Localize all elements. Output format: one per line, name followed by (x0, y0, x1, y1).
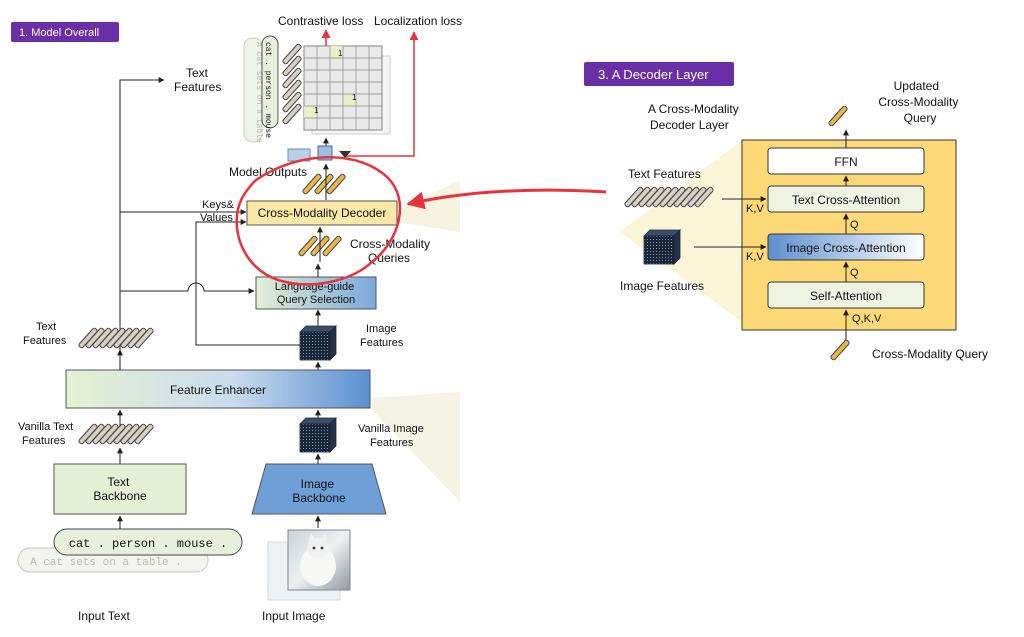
feature-enhancer-box (65, 369, 371, 409)
localization-loss-label: Localization loss (374, 14, 462, 28)
image-features-mid-cube (299, 325, 337, 361)
q-text-label: Q (850, 219, 859, 231)
decoder-text-features-label: Text Features (628, 167, 701, 181)
ffn-label: FFN (834, 155, 857, 169)
vanilla-text-feature-tokens (77, 422, 155, 446)
vanilla-image-features-cube (299, 417, 337, 453)
matrix-ghost-text: A cat sets on a table (254, 42, 263, 143)
output-box-3 (339, 151, 351, 158)
decoder-output-tokens (301, 172, 347, 196)
vanilla-image-features-label: Vanilla Image Features (358, 423, 427, 449)
updated-query-token (827, 104, 849, 128)
image-cross-attention-label: Image Cross-Attention (786, 241, 905, 255)
matrix-one-2: 1 (352, 93, 357, 102)
model-overall-title: 1. Model Overall (19, 27, 99, 39)
decoder-layer-zoom-wedge (620, 140, 742, 322)
self-attention-box (767, 281, 925, 309)
image-features-mid-label: Image Features (360, 323, 404, 349)
matrix-text-tokens (281, 42, 303, 126)
text-features-top-label: Text Features (174, 66, 221, 94)
text-cross-attention-box (767, 185, 925, 213)
image-backbone-box (251, 463, 387, 515)
matrix-highlight-cell (330, 46, 343, 58)
text-cross-attention-label: Text Cross-Attention (792, 193, 900, 207)
decoder-zoom-wedge (398, 180, 460, 232)
text-to-query-selection-line (120, 282, 255, 294)
query-selection-box (255, 276, 377, 310)
matrix-highlight-cell (304, 106, 317, 118)
image-cross-attention-box (767, 233, 925, 261)
decoder-text-feature-tokens (623, 185, 715, 209)
text-features-mid-label: Text Features (23, 321, 67, 347)
matrix-one-3: 1 (314, 106, 319, 115)
decoder-image-features-label: Image Features (620, 279, 704, 293)
matrix-text-front: cat . person . mouse (263, 42, 272, 138)
decoder-image-features-cube (643, 229, 681, 265)
text-backbone-box (53, 463, 187, 515)
matrix-highlight-cell (343, 94, 356, 106)
matrix-one-1: 1 (338, 49, 343, 58)
q-image-label: Q (850, 267, 859, 279)
similarity-matrix (303, 45, 383, 131)
cross-modality-decoder-label: Cross-Modality Decoder (258, 206, 387, 220)
decoder-layer-heading: A Cross-Modality Decoder Layer (648, 102, 742, 132)
decoder-layer-title: 3. A Decoder Layer (598, 67, 709, 82)
vanilla-text-features-label: Vanilla Text Features (18, 421, 76, 447)
text-features-mid-tokens (77, 326, 155, 350)
input-image-photo (287, 529, 351, 591)
input-text-label: Input Text (78, 609, 130, 623)
red-highlight-circle (235, 156, 402, 286)
enhancer-zoom-wedge (372, 392, 460, 502)
ffn-box (767, 147, 925, 175)
red-pointer-arrow (406, 188, 607, 210)
contrastive-loss-label: Contrastive loss (278, 14, 363, 28)
updated-query-label: Updated Cross-Modality Query (878, 79, 961, 125)
input-prompt-ghost-text: A cat sets on a table . (30, 557, 182, 569)
localization-loss-arrow (346, 31, 419, 157)
decoder-layer-tag (584, 62, 734, 86)
kv-text-label: K,V (746, 203, 764, 215)
cross-modality-query-token (829, 338, 851, 362)
feature-enhancer-label: Feature Enhancer (170, 383, 266, 397)
qkv-label: Q,K,V (852, 313, 882, 325)
cross-modality-decoder-box (246, 200, 398, 226)
matrix-text-pill (261, 35, 279, 129)
input-prompt-text: cat . person . mouse . (69, 537, 227, 551)
text-backbone-label: Text Backbone (93, 475, 147, 503)
model-overall-tag (11, 22, 119, 42)
input-image-label: Input Image (262, 609, 326, 623)
kv-image-label: K,V (746, 251, 764, 263)
cross-modality-query-label: Cross-Modality Query (872, 347, 988, 361)
image-backbone-label: Image Backbone (292, 477, 346, 505)
self-attention-label: Self-Attention (810, 289, 882, 303)
text-features-up-line (119, 77, 165, 368)
input-prompt-pill (53, 528, 243, 556)
keys-values-label: Keys& Values (200, 199, 237, 224)
